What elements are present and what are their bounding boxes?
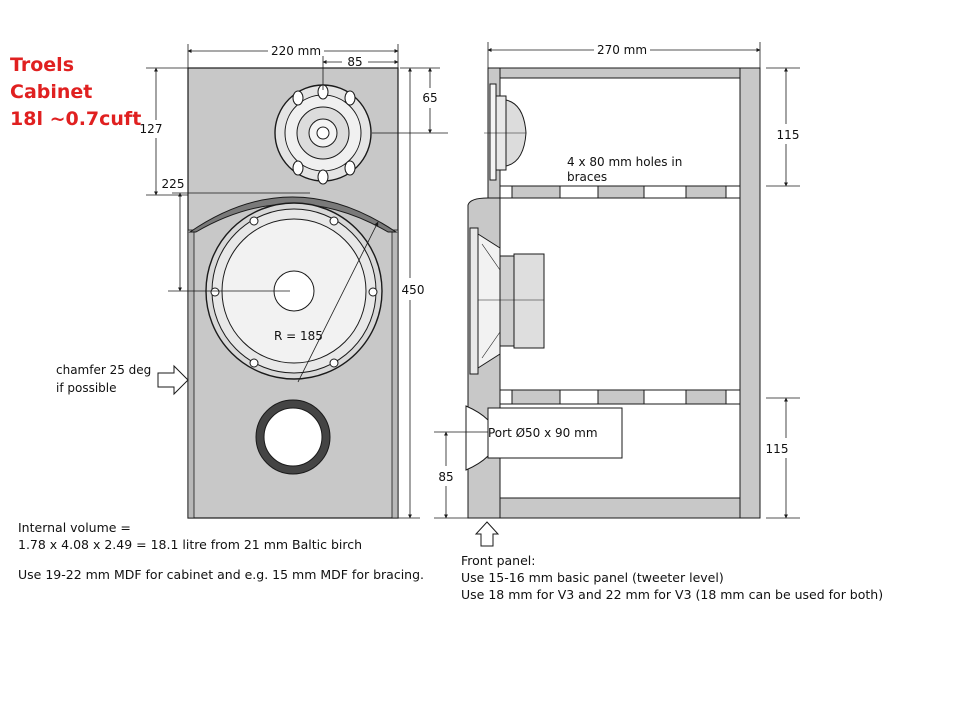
title-line-2: Cabinet — [10, 81, 93, 103]
height-label: 450 — [402, 283, 425, 297]
chamfer-label-2: if possible — [56, 381, 117, 395]
chamfer-left — [187, 229, 195, 519]
internal-volume-note: Internal volume = 1.78 x 4.08 x 2.49 = 1… — [18, 519, 362, 553]
side-bottom-wall — [487, 497, 761, 519]
dim-127-label: 127 — [140, 122, 163, 136]
dim-225-label: 225 — [162, 177, 185, 191]
front-panel-title: Front panel: — [461, 553, 536, 568]
volume-line-1: Internal volume = — [18, 520, 131, 535]
port-height-label: 85 — [438, 470, 453, 484]
holes-label-2: braces — [567, 170, 607, 184]
port-label: Port Ø50 x 90 mm — [488, 426, 598, 440]
title-line-1: Troels — [10, 54, 75, 76]
woofer-arch — [188, 196, 398, 233]
bass-port — [255, 399, 331, 475]
tweeter-offset-label: 85 — [347, 55, 362, 69]
front-panel-line-2: Use 18 mm for V3 and 22 mm for V3 (18 mm… — [461, 587, 884, 602]
front-panel-arrow-icon — [474, 521, 500, 547]
chamfer-label-1: chamfer 25 deg — [56, 363, 151, 377]
front-panel-line-1: Use 15-16 mm basic panel (tweeter level) — [461, 570, 724, 585]
mdf-note: Use 19-22 mm MDF for cabinet and e.g. 15… — [18, 567, 424, 582]
front-panel-note: Front panel: Use 15-16 mm basic panel (t… — [461, 552, 883, 603]
title-line-3: 18l ~0.7cuft — [10, 108, 142, 130]
side-top-wall — [487, 67, 761, 79]
tweeter — [274, 84, 372, 185]
depth-label: 270 mm — [597, 43, 647, 57]
woofer — [205, 202, 383, 380]
side-view: Port Ø50 x 90 mm 4 x 80 mm holes in brac… — [434, 42, 800, 547]
woofer-side — [469, 227, 545, 375]
chamfer-right — [391, 229, 399, 519]
title: Troels Cabinet 18l ~0.7cuft — [10, 52, 141, 133]
front-view: 220 mm 85 65 127 225 450 R = 185 ch — [56, 44, 448, 519]
width-label: 220 mm — [271, 44, 321, 58]
volume-line-2: 1.78 x 4.08 x 2.49 = 18.1 litre from 21 … — [18, 537, 363, 552]
chamfer-arrow-icon — [157, 364, 189, 396]
bottom-dim-label: 115 — [766, 442, 789, 456]
holes-label-1: 4 x 80 mm holes in — [567, 155, 682, 169]
tweeter-side — [484, 83, 527, 181]
radius-label: R = 185 — [274, 329, 323, 343]
top-dim-label: 115 — [777, 128, 800, 142]
tweeter-height-label: 65 — [422, 91, 437, 105]
side-back-wall — [739, 67, 761, 519]
